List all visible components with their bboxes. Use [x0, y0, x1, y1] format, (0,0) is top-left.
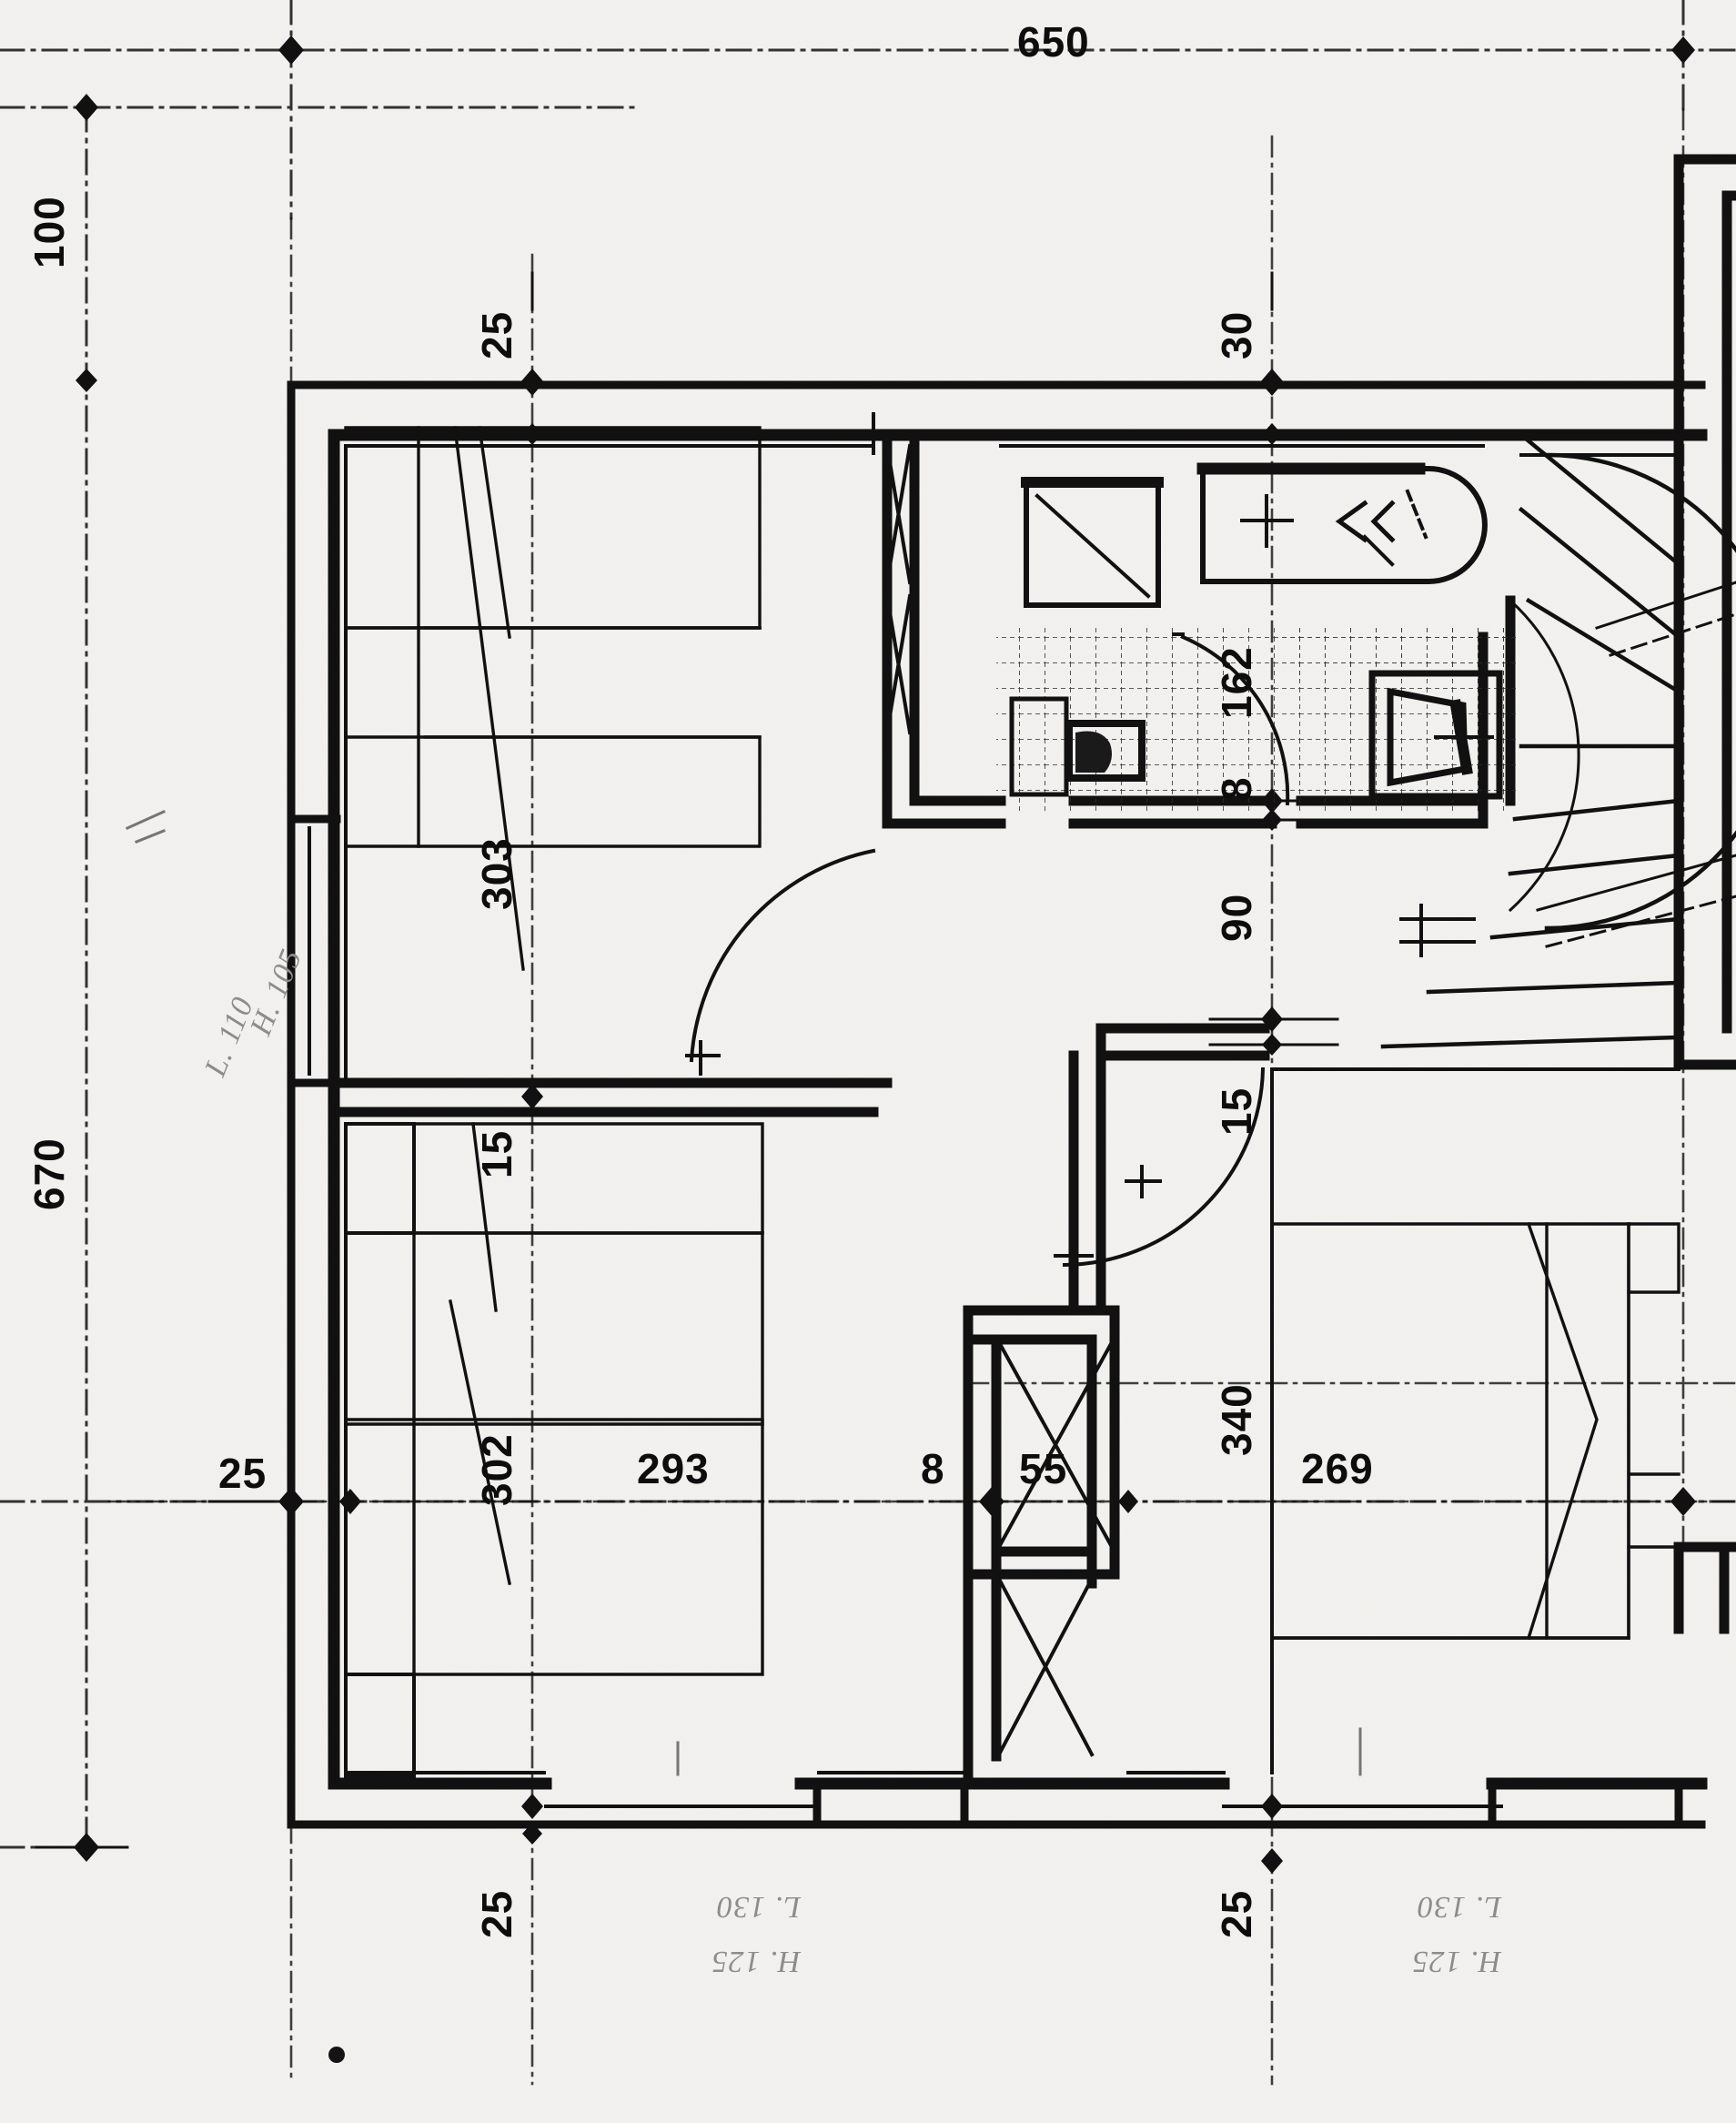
ink-dot: [328, 2047, 345, 2063]
shower-tray: [1021, 477, 1164, 608]
bathroom-door-swing: [1172, 632, 1290, 806]
window-opening-left: [287, 814, 341, 1087]
door-swing-bedroom-upper-left: [685, 848, 876, 1076]
closet-symbols: [884, 443, 1115, 1757]
bidet: [1368, 670, 1503, 800]
pencil-marks: [126, 810, 1362, 1776]
bedroom-right-furniture: [1270, 1221, 1680, 1641]
bedroom-upper-left-furniture: [344, 426, 762, 971]
wall-trim-lines: [344, 444, 1680, 1774]
left-wall-closets: [344, 1122, 416, 1778]
stair-tower-walls: [1673, 154, 1736, 1634]
winder-staircase: [1380, 431, 1736, 1049]
window-openings-bottom: [541, 1779, 1683, 1829]
toilet-wc: [1009, 696, 1146, 797]
bathtub: [1196, 462, 1488, 584]
bathroom-tiled-floor: [996, 626, 1519, 813]
door-swing-bedroom-right: [1054, 1067, 1266, 1276]
